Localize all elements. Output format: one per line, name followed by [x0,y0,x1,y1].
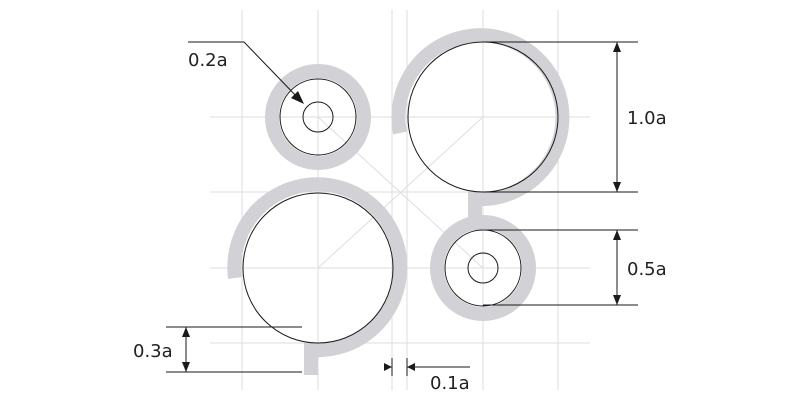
lower-hook-band [227,177,408,375]
large-hook-band [391,28,570,230]
dimension-medium-diameter [483,229,638,306]
small-ring-band [265,64,371,170]
arrow-down [613,182,621,192]
arrow-up [613,230,621,240]
small-ring-outer [279,78,357,156]
lower-left-circle [242,192,394,344]
medium-ring-inner [467,252,499,284]
dimension-large-diameter [483,41,638,193]
arrow-right [384,363,392,371]
band-shapes [227,28,570,375]
arrow-up [613,42,621,52]
arrow-down [182,362,190,372]
label-large-diameter: 1.0a [627,108,667,129]
label-small-radius: 0.2a [188,50,228,71]
arrow-left [407,363,415,371]
arrow-down [613,295,621,305]
label-medium-diameter: 0.5a [627,259,667,280]
label-height-offset: 0.3a [133,341,173,362]
medium-ring-band [430,215,536,321]
dimension-gap [384,358,470,376]
small-ring-inner [302,101,334,133]
dimension-small-radius [188,41,304,104]
dimension-height-offset [166,326,302,373]
leader-arrow [291,91,304,104]
label-gap: 0.1a [430,373,470,394]
arrow-up [182,327,190,337]
